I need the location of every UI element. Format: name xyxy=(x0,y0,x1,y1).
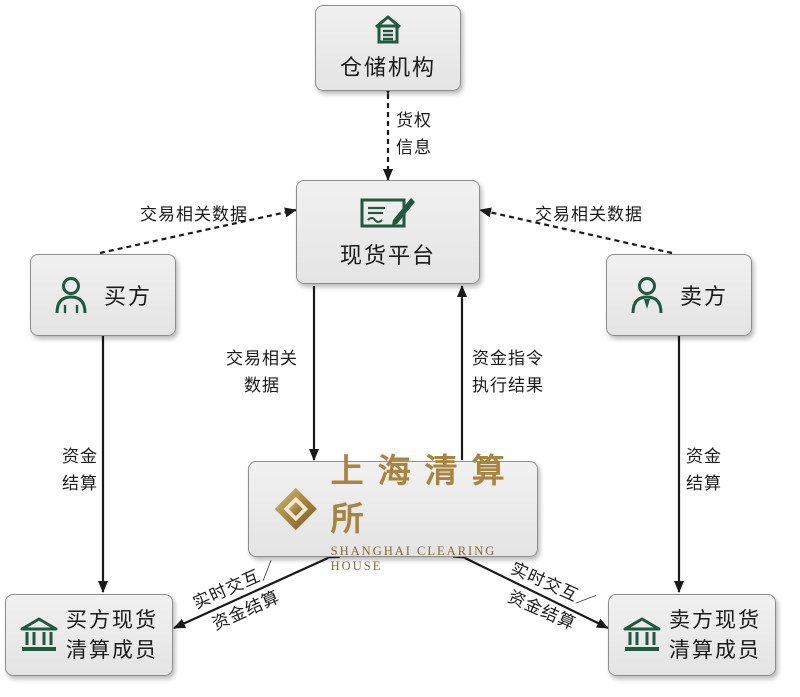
edge-seller-platform xyxy=(479,207,673,255)
edge-label-platform-clearing: 交易相关 数据 xyxy=(226,346,298,400)
clearing-house-text: 上海清算所 SHANGHAI CLEARING HOUSE xyxy=(331,444,537,574)
clearing-house-subtitle: SHANGHAI CLEARING HOUSE xyxy=(330,544,497,573)
edge-label-line: 货权 xyxy=(396,111,432,131)
seller-label: 卖方 xyxy=(679,285,728,310)
buyer-label: 买方 xyxy=(103,285,152,310)
edge-clearing-buyer-member xyxy=(173,548,341,630)
edge-label-line: 数据 xyxy=(244,376,280,396)
person-icon xyxy=(631,277,663,314)
seller-node: 卖方 xyxy=(606,254,752,336)
edge-label-line: 交易相关 xyxy=(226,349,298,369)
edge-label-warehouse-platform: 货权 信息 xyxy=(396,108,432,162)
edge-label-line: 资金指令 xyxy=(472,349,544,369)
seller-member-label: 卖方现货 清算成员 xyxy=(669,605,761,665)
edge-label-buyer-member-settle: 资金 结算 xyxy=(62,442,98,500)
bank-icon xyxy=(623,617,661,651)
edge-label-line: 资金 xyxy=(62,447,98,467)
seller-member-label-line: 清算成员 xyxy=(669,638,761,662)
edge-label-line: 结算 xyxy=(62,474,98,494)
edge-clearing-seller-member xyxy=(452,548,609,629)
seller-member-label-line: 卖方现货 xyxy=(669,608,761,632)
edge-label-line: 资金 xyxy=(686,447,722,467)
edge-buyer-platform xyxy=(99,207,297,255)
platform-node: 现货平台 xyxy=(296,180,480,284)
shch-logo-icon xyxy=(274,487,317,531)
edge-label-line: 交易相关数据 xyxy=(140,205,248,225)
edge-label-line: 信息 xyxy=(396,138,432,158)
edge-label-line: 结算 xyxy=(686,474,722,494)
edge-label-clearing-platform: 资金指令 执行结果 xyxy=(472,346,544,400)
signed-document-icon xyxy=(360,198,415,228)
edge-label-buyer-platform: 交易相关数据 xyxy=(140,202,248,229)
platform-label: 现货平台 xyxy=(339,244,436,269)
edge-label-seller-platform: 交易相关数据 xyxy=(535,202,643,229)
edge-label-line: 执行结果 xyxy=(472,376,544,396)
clearing-house-node: 上海清算所 SHANGHAI CLEARING HOUSE xyxy=(248,451,538,573)
clearing-house-title: 上海清算所 xyxy=(330,451,519,538)
buyer-member-label-line: 清算成员 xyxy=(66,638,158,662)
buyer-member-label-line: 买方现货 xyxy=(66,608,158,632)
warehouse-label: 仓储机构 xyxy=(339,56,436,81)
seller-member-node: 卖方现货 清算成员 xyxy=(608,594,776,676)
bank-icon xyxy=(20,617,58,651)
buyer-node: 买方 xyxy=(30,254,176,336)
edge-label-seller-member-settle: 资金 结算 xyxy=(686,442,722,500)
edge-label-line: 交易相关数据 xyxy=(535,205,643,225)
buyer-member-label: 买方现货 清算成员 xyxy=(66,605,158,665)
buyer-member-node: 买方现货 清算成员 xyxy=(5,594,173,676)
person-icon xyxy=(55,277,87,314)
warehouse-icon xyxy=(375,15,401,44)
warehouse-node: 仓储机构 xyxy=(315,5,461,91)
